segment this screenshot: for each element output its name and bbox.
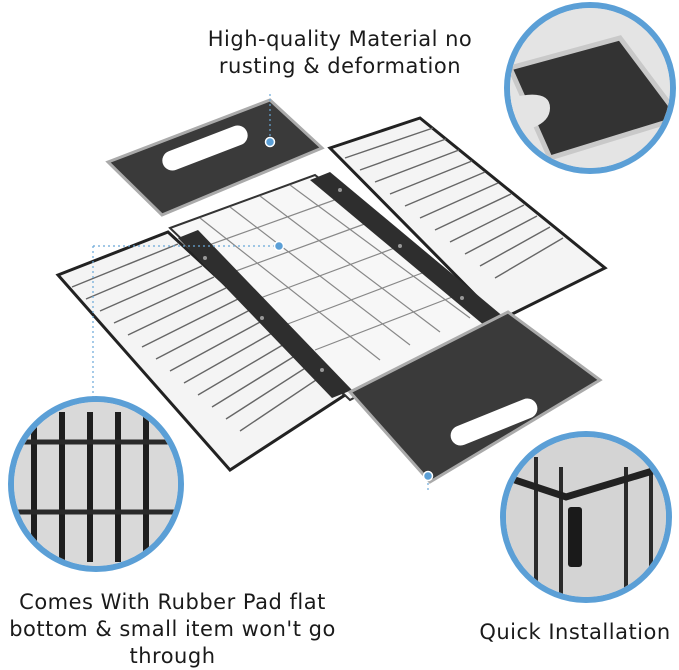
wire-grid-detail-image [14, 402, 178, 566]
rubber-pad-detail-bubble [504, 2, 676, 174]
bottom-rubber-pad [347, 310, 603, 484]
rubber-pad-detail-image [510, 8, 670, 168]
material-caption-line-2: rusting & deformation [218, 54, 462, 78]
left-wire-shelf [55, 230, 348, 472]
wire-grid-detail-bubble [8, 396, 184, 572]
right-wire-shelf [327, 116, 608, 322]
rubber-pad-caption: Comes With Rubber Pad flat bottom & smal… [0, 589, 345, 670]
center-frame [168, 172, 505, 402]
rubber-pad-caption-line-2: bottom & small item won't go [9, 617, 336, 641]
top-rubber-pad [105, 98, 325, 217]
installation-detail-image [506, 437, 666, 597]
installation-caption: Quick Installation [479, 620, 671, 644]
rubber-pad-caption-line-3: through [129, 644, 216, 668]
installation-detail-bubble [500, 431, 672, 603]
rubber-pad-caption-line-1: Comes With Rubber Pad flat [19, 590, 326, 614]
material-caption-line-1: High-quality Material no [207, 27, 473, 51]
material-caption: High-quality Material no rusting & defor… [190, 26, 490, 80]
